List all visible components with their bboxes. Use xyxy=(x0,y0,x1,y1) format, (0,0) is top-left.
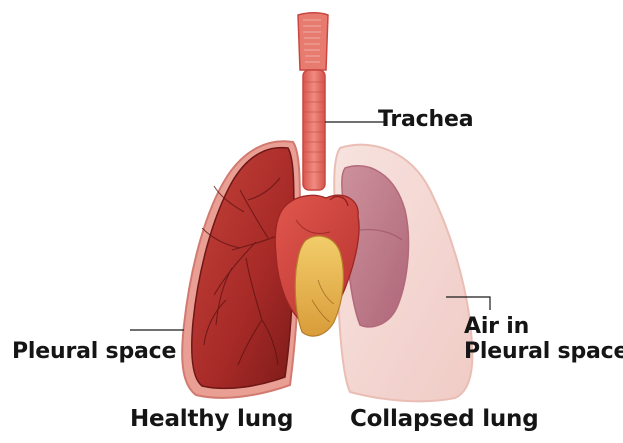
collapsed-lung-label: Collapsed lung xyxy=(350,406,539,432)
healthy-lung-label: Healthy lung xyxy=(130,406,293,432)
air-in-pleural-space-label: Air in Pleural space xyxy=(464,314,623,365)
trachea-label: Trachea xyxy=(378,107,473,132)
trachea xyxy=(298,13,328,190)
fat-pad xyxy=(295,236,343,336)
air-in-label-line2: Pleural space xyxy=(464,339,623,364)
air-in-label-line1: Air in xyxy=(464,314,623,339)
pleural-space-label: Pleural space xyxy=(12,339,176,364)
